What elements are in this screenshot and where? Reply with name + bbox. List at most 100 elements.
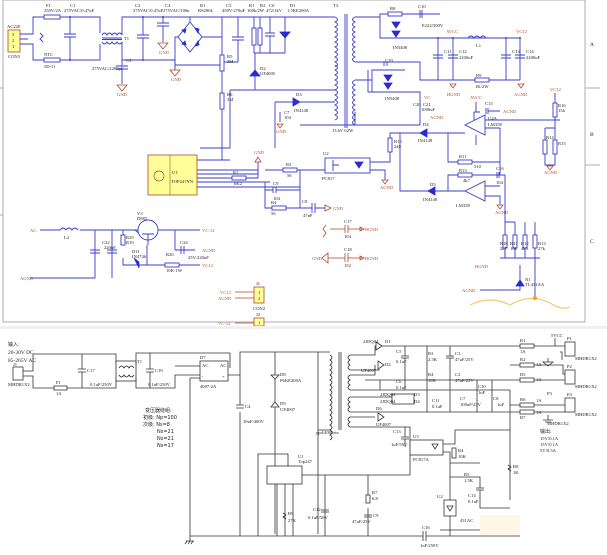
- value: 47uF/25V: [455, 357, 474, 362]
- capacitor-c1: [64, 17, 76, 60]
- ground-icon: [276, 123, 284, 129]
- value: MHDR1X2: [575, 356, 597, 361]
- resistor-r16: [552, 102, 558, 118]
- capacitor-c4: [236, 404, 244, 409]
- value: 104: [344, 234, 352, 239]
- value: 0.1uF: [396, 359, 407, 364]
- pin-label: 3: [12, 32, 15, 37]
- capacitor-c17: [78, 368, 86, 373]
- label: AC220: [7, 24, 21, 29]
- connector-p4: [564, 397, 576, 413]
- value: MHDR1X2: [8, 382, 30, 387]
- capacitor-c17: [322, 224, 362, 238]
- label: C21: [423, 102, 431, 107]
- net-label: BGND: [365, 256, 379, 261]
- resistor-r12: [522, 234, 528, 249]
- label: R2: [520, 357, 526, 362]
- value: 10K: [458, 454, 467, 459]
- label: C7: [460, 396, 466, 401]
- net-label: AVCC: [446, 29, 458, 34]
- label: P1: [567, 336, 573, 341]
- label: R7: [520, 415, 526, 420]
- resistor-r7: [365, 494, 371, 504]
- label: C16: [422, 525, 430, 530]
- value: 56: [271, 211, 276, 216]
- rectifier-diodes: [383, 74, 393, 90]
- value: UF4007: [376, 422, 392, 427]
- value: 56: [287, 173, 292, 178]
- label: D4: [414, 399, 420, 404]
- optocoupler-u2: U2 PC817: [322, 151, 371, 181]
- value: 4007-2A: [200, 384, 217, 389]
- capacitor-c4: [157, 17, 169, 42]
- diode-d9: [270, 401, 280, 408]
- winding-secondary: Ns=21: [157, 429, 174, 435]
- label: C19: [385, 58, 393, 63]
- label: C9: [373, 513, 379, 518]
- capacitors: [90, 249, 117, 254]
- varistor-icon: [39, 32, 44, 43]
- wire: [121, 16, 222, 61]
- rectifier-diodes: [375, 341, 385, 422]
- label: R29: [126, 235, 134, 240]
- label: R2: [260, 3, 266, 8]
- resistor-r13: [457, 172, 473, 178]
- wiring: [135, 352, 231, 389]
- watermark-patch: [480, 515, 520, 535]
- pin: 1: [258, 320, 261, 325]
- label: C4: [165, 3, 171, 8]
- ground-icon: [254, 156, 262, 163]
- label: L1: [476, 43, 482, 48]
- wire: [20, 16, 101, 61]
- ic-u1-top247: [266, 465, 303, 485]
- label: C3: [455, 351, 461, 356]
- value: Top247: [298, 459, 313, 464]
- label: U2: [437, 494, 443, 499]
- resistor-r13b: [532, 234, 538, 249]
- secondary-wiring: [350, 345, 510, 447]
- value: 25V-220uF: [188, 255, 209, 260]
- label: D2: [385, 362, 391, 367]
- value: 1nF/250V: [420, 543, 439, 548]
- label: C14: [468, 493, 476, 498]
- label: J1: [256, 281, 261, 286]
- label: C4: [245, 404, 251, 409]
- label: C8: [302, 199, 308, 204]
- pin-label: 2: [12, 38, 15, 43]
- resistor-r20: [164, 262, 180, 268]
- value: 13.6V 62W: [332, 128, 354, 133]
- value: 220uF: [104, 245, 116, 250]
- label: R13: [538, 241, 546, 246]
- winding-secondary: 次级: Ns=8: [143, 421, 170, 428]
- resistor-r15: [552, 139, 558, 155]
- earth-ground-icon: [184, 536, 194, 545]
- resistor-r9: [474, 77, 490, 83]
- capacitor-c8: [300, 203, 325, 213]
- label: R15: [558, 141, 566, 146]
- connector-p1: [564, 341, 576, 357]
- gnd-label: GND: [312, 256, 323, 261]
- wire: [274, 101, 335, 148]
- label: R7: [372, 490, 378, 495]
- value: 10K-1W: [166, 268, 183, 273]
- value: 47nF: [303, 213, 313, 218]
- net-label: AGND: [544, 170, 558, 175]
- resistor-r17: [512, 234, 518, 249]
- label: P2: [567, 364, 573, 369]
- label: T1: [124, 36, 130, 41]
- zener-d11: [133, 257, 140, 269]
- value: MHDR1X2: [575, 412, 597, 417]
- value: IN4148: [294, 108, 309, 113]
- value: IN5408: [385, 96, 400, 101]
- opamp-u4a: [463, 114, 486, 136]
- value: 0.1uF/250V: [90, 382, 113, 387]
- value: 275VAC/0.47uF: [133, 8, 164, 13]
- value: 510: [474, 164, 482, 169]
- wire: [367, 70, 405, 93]
- value: 0.1uF: [468, 499, 479, 504]
- resistor-r4: [271, 205, 287, 211]
- winding-secondary: Ns=21: [157, 436, 174, 442]
- value: UF4007: [280, 407, 296, 412]
- transformer-t2: ypd/4005ete: [316, 352, 351, 441]
- label: C11: [432, 398, 440, 403]
